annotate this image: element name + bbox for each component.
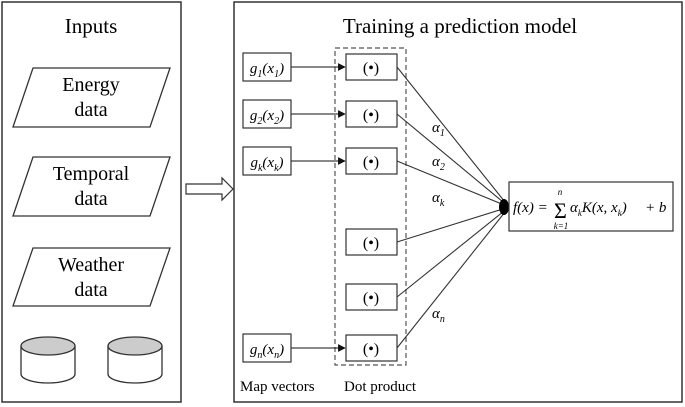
output-summation-node [499,199,509,215]
svg-text:f(x) =: f(x) = [513,200,548,216]
inputs-title: Inputs [65,14,118,38]
model-title: Training a prediction model [343,14,577,38]
map-to-dot-arrows [291,63,346,352]
database-icon [20,336,76,384]
dot-product-label: Dot product [344,379,417,395]
input-energy-data: Energy data [12,67,171,128]
dot-product-node: (•) [345,100,398,128]
input-weather-label-line1: Weather [58,254,124,276]
database-icon [107,336,163,384]
dot-product-node: (•) [345,228,398,256]
input-temporal-label-line1: Temporal [53,163,130,185]
map-vector: gk(xk) [242,146,292,176]
hollow-right-arrow-icon [185,176,234,202]
weight-label: α2 [432,154,445,173]
dot-product-node: (•) [345,147,398,175]
map-vector: g2(x2) [242,99,292,129]
svg-text:g1(x1): g1(x1) [250,61,284,80]
svg-text:(•): (•) [363,107,379,124]
svg-text:k=1: k=1 [554,221,569,231]
dot-product-node: (•) [345,283,398,311]
input-temporal-data: Temporal data [12,156,171,217]
svg-text:gn(xn): gn(xn) [250,342,284,361]
input-energy-label-line1: Energy [62,74,119,96]
svg-text:+ b: + b [645,200,667,216]
input-weather-label-line2: data [74,279,107,301]
dot-product-node: (•) [345,334,398,362]
model-panel: Training a prediction model g1(x1) [233,1,683,403]
svg-text:gk(xk): gk(xk) [250,155,283,174]
map-vectors-label: Map vectors [240,379,315,395]
weight-connections [396,66,510,349]
weight-label: α1 [432,120,445,139]
svg-text:(•): (•) [363,341,379,358]
svg-text:Σ: Σ [554,198,567,223]
svg-text:n: n [558,187,563,197]
dot-product-group [334,47,407,366]
svg-text:αkK(x, xk): αkK(x, xk) [570,200,627,218]
input-energy-label-line2: data [74,99,107,121]
dot-product-node: (•) [345,53,398,81]
svg-text:g2(x2): g2(x2) [250,108,284,127]
svg-text:(•): (•) [363,290,379,307]
weight-label: αk [432,190,445,209]
input-temporal-label-line2: data [74,188,107,210]
prediction-formula: f(x) = Σ n k=1 αkK(x, xk) + b [508,181,674,232]
weight-label: αn [432,306,445,325]
inputs-panel: Inputs Energy data Temporal data Weather… [1,1,182,403]
svg-text:(•): (•) [363,154,379,171]
input-weather-data: Weather data [12,247,171,307]
svg-text:(•): (•) [363,60,379,77]
map-vector: gn(xn) [242,333,292,363]
map-vector: g1(x1) [242,52,292,82]
svg-text:(•): (•) [363,235,379,252]
